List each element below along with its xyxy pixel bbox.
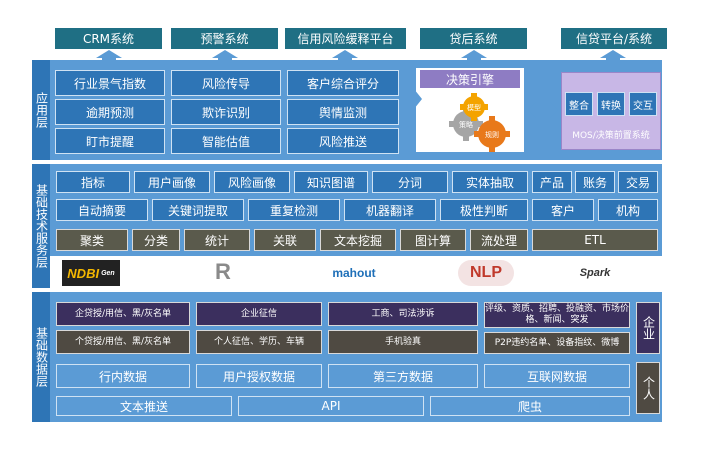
gear-label: 规则 (485, 130, 499, 139)
tech-item: 指标 (56, 171, 130, 193)
tech-item: 机器翻译 (344, 199, 436, 221)
app-item: 欺诈识别 (171, 99, 281, 125)
mahout-logo: mahout (332, 266, 376, 280)
top-system-warning: 预警系统 (171, 28, 278, 49)
data-item: 个贷授/用信、黑/灰名单 (56, 330, 190, 354)
app-item: 风险推送 (287, 128, 399, 154)
app-item: 盯市提醒 (55, 128, 165, 154)
gears-icon: 策略 模型 规则 (449, 93, 510, 152)
data-item: 评级、资质、招聘、投融资、市场价格、新闻、突发 (484, 302, 630, 328)
data-channel: 文本推送 (56, 396, 232, 416)
tech-item: 用户画像 (134, 171, 210, 193)
tech-item: 账务 (575, 171, 615, 193)
data-source: 行内数据 (56, 364, 190, 388)
tech-algo-item: 图计算 (400, 229, 466, 251)
tech-item: 实体抽取 (452, 171, 528, 193)
data-item: 个人征信、学历、车辆 (196, 330, 322, 354)
data-item: 企贷授/用信、黑/灰名单 (56, 302, 190, 326)
spark-logo: Spark (579, 267, 611, 279)
app-item: 行业景气指数 (55, 70, 165, 96)
mos-item: 整合 (565, 92, 593, 116)
tech-item: 重复检测 (248, 199, 340, 221)
data-layer-label: 基础数据层 (32, 292, 50, 422)
tech-algo-item: 文本挖掘 (320, 229, 396, 251)
side-personal: 个人 (636, 362, 660, 414)
double-arrow-icon (528, 102, 558, 118)
app-item: 智能估值 (171, 128, 281, 154)
data-source: 用户授权数据 (196, 364, 322, 388)
data-channel: API (238, 396, 424, 416)
app-grid: 行业景气指数 风险传导 客户综合评分 逾期预测 欺诈识别 舆情监测 盯市提醒 智… (55, 70, 405, 154)
tech-item: 分词 (372, 171, 448, 193)
tech-algo-item: 流处理 (470, 229, 528, 251)
mos-item: 转换 (597, 92, 625, 116)
engine-arrows (404, 89, 558, 118)
tech-algo-item: ETL (532, 229, 658, 251)
data-channel: 爬虫 (430, 396, 630, 416)
tech-item: 关键词提取 (152, 199, 244, 221)
app-layer-label: 应用层 (32, 60, 50, 160)
app-item: 风险传导 (171, 70, 281, 96)
tech-item: 机构 (598, 199, 658, 221)
data-item: 工商、司法涉诉 (328, 302, 478, 326)
data-source: 互联网数据 (484, 364, 630, 388)
tech-item: 交易 (618, 171, 658, 193)
top-system-credit-risk: 信用风险缓释平台 (285, 28, 406, 49)
data-source: 第三方数据 (328, 364, 478, 388)
gear-label: 模型 (467, 103, 481, 112)
tech-algo-item: 关联 (254, 229, 316, 251)
logo-strip (50, 256, 662, 288)
r-logo: R (215, 259, 231, 284)
tech-item: 产品 (532, 171, 572, 193)
nlp-logo: NLP (458, 260, 514, 286)
side-enterprise: 企业 (636, 302, 660, 354)
top-system-crm: CRM系统 (55, 28, 162, 49)
mos-item: 交互 (629, 92, 657, 116)
tech-item: 风险画像 (214, 171, 290, 193)
tech-algo-item: 分类 (132, 229, 180, 251)
app-item: 逾期预测 (55, 99, 165, 125)
app-item: 客户综合评分 (287, 70, 399, 96)
arrow-right-icon (404, 89, 422, 109)
tech-algo-item: 统计 (184, 229, 250, 251)
top-system-credit-platform: 信贷平台/系统 (561, 28, 667, 49)
data-item: P2P违约名单、设备指纹、微博 (484, 332, 630, 354)
app-item: 舆情监测 (287, 99, 399, 125)
tech-item: 客户 (532, 199, 594, 221)
decision-engine-title: 决策引擎 (420, 70, 520, 88)
tech-item: 知识图谱 (294, 171, 368, 193)
data-item: 企业征信 (196, 302, 322, 326)
gear-label: 策略 (459, 120, 473, 129)
tech-item: 极性判断 (440, 199, 528, 221)
mos-label: MOS/决策前置系统 (572, 130, 650, 141)
tech-layer-label: 基础技术服务层 (32, 164, 50, 288)
tech-item: 自动摘要 (56, 199, 148, 221)
top-system-post-loan: 贷后系统 (420, 28, 527, 49)
tech-algo-item: 聚类 (56, 229, 128, 251)
data-item: 手机验真 (328, 330, 478, 354)
